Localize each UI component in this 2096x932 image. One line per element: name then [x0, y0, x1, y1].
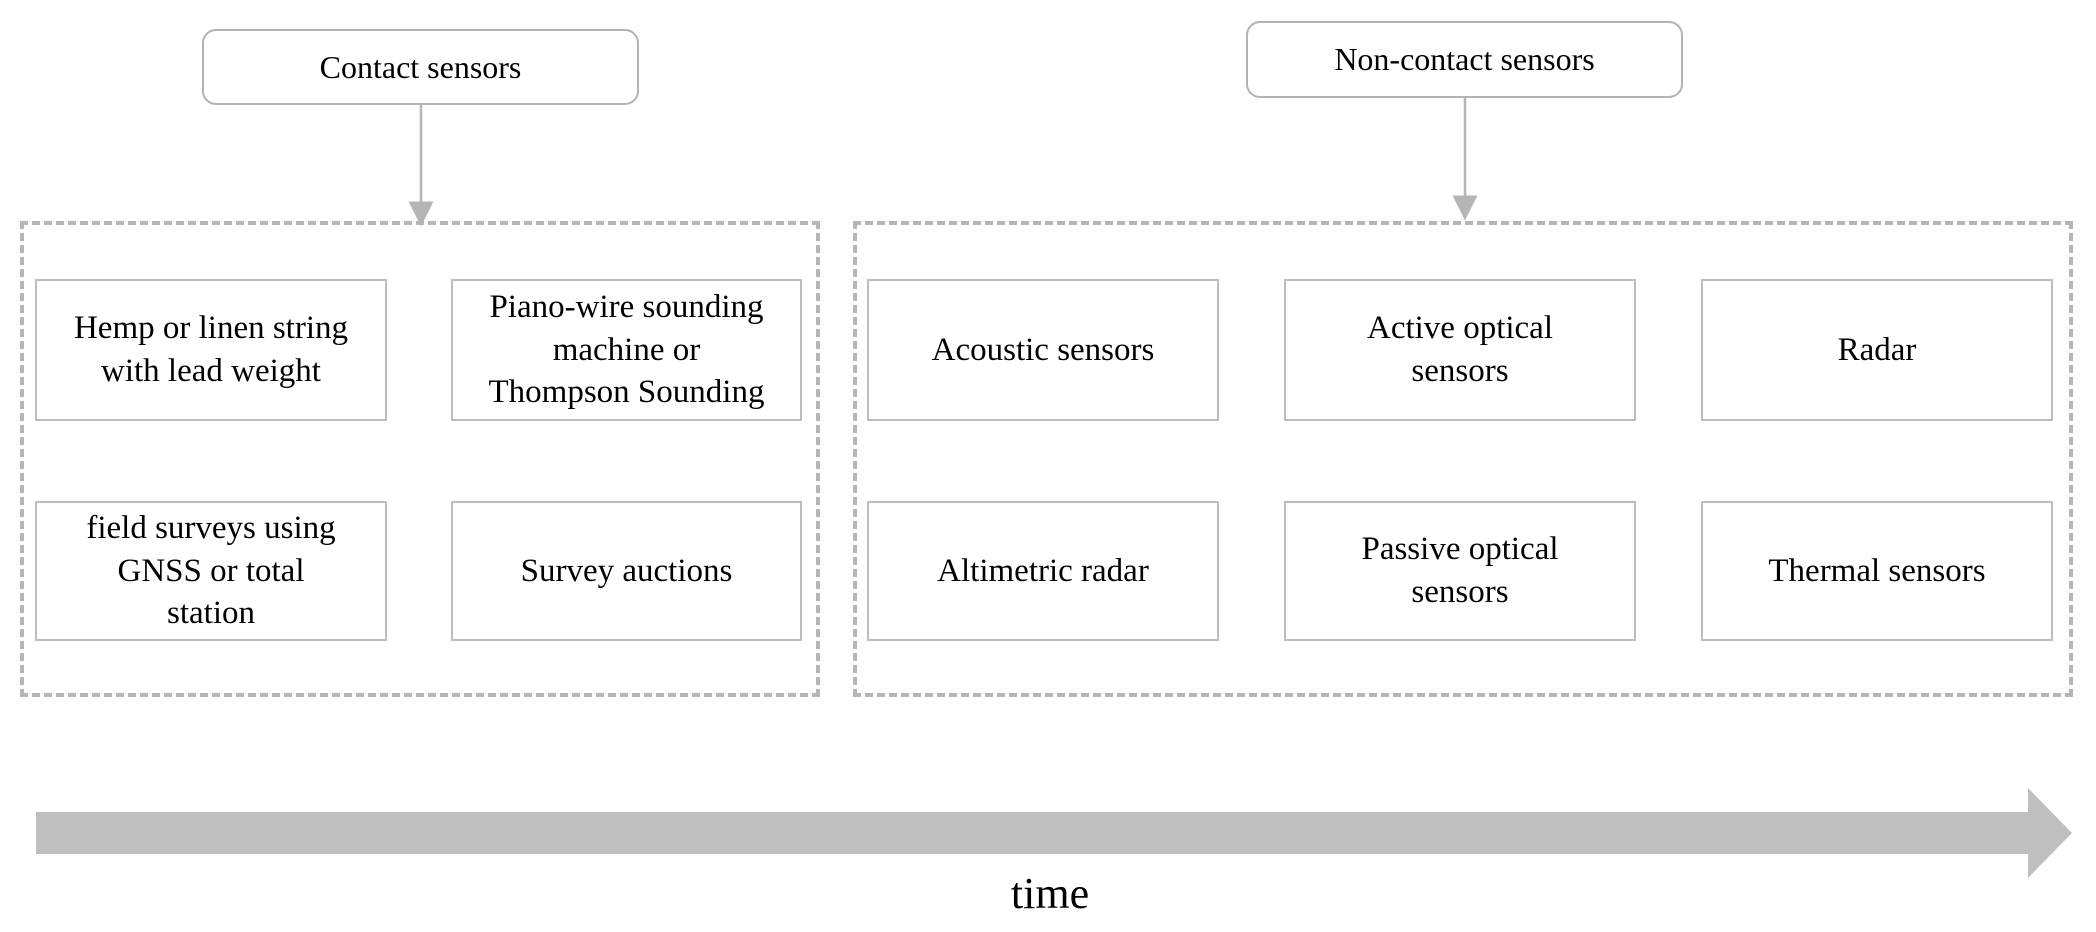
non-contact-sensors-title: Non-contact sensors	[1334, 41, 1595, 77]
non-contact-sensors-group	[853, 221, 2073, 697]
timeline-label: time	[1010, 869, 1090, 918]
non-contact-item-altimetric-radar: Altimetric radar	[867, 501, 1219, 641]
contact-sensors-title: Contact sensors	[319, 48, 522, 85]
non-contact-item-active-optical: Active optical sensors	[1284, 279, 1636, 421]
non-contact-item-thermal: Thermal sensors	[1701, 501, 2053, 641]
contact-item-field-surveys: field surveys using GNSS or total statio…	[35, 501, 387, 641]
non-contact-item-acoustic: Acoustic sensors	[867, 279, 1219, 421]
timeline-arrow	[36, 788, 2072, 878]
contact-item-hemp-string: Hemp or linen string with lead weight	[35, 279, 387, 421]
non-contact-sensors-header: Non-contact sensors	[1246, 21, 1683, 98]
contact-sensors-group	[20, 221, 820, 697]
non-contact-item-radar: Radar	[1701, 279, 2053, 421]
contact-sensors-header: Contact sensors	[202, 29, 639, 105]
contact-item-survey-auctions: Survey auctions	[451, 501, 802, 641]
non-contact-item-passive-optical: Passive optical sensors	[1284, 501, 1636, 641]
contact-item-piano-wire: Piano-wire sounding machine or Thompson …	[451, 279, 802, 421]
